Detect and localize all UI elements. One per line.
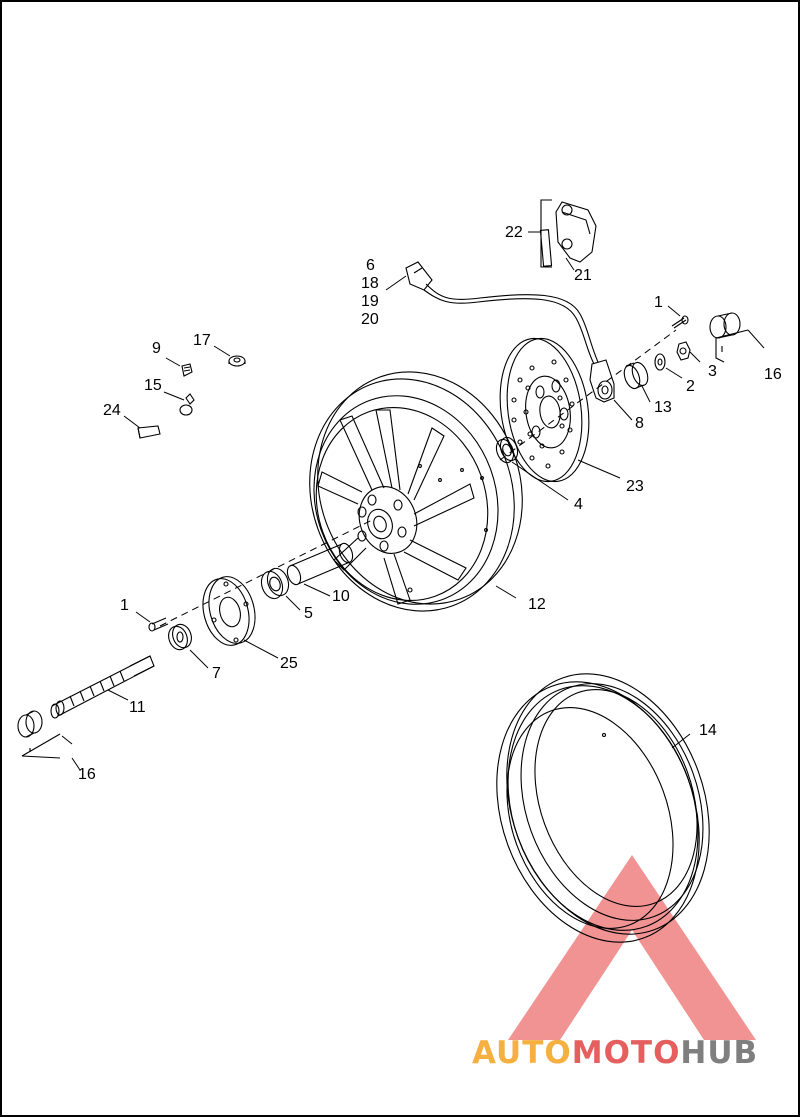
watermark-text: AUTOMOTOHUB — [472, 1035, 758, 1071]
washer-2 — [654, 353, 666, 371]
front-axle — [50, 655, 155, 719]
spacer-13 — [623, 361, 649, 390]
nut-17 — [228, 355, 246, 367]
label-11: 11 — [129, 699, 146, 716]
label-25: 25 — [280, 655, 298, 672]
bearing-4 — [495, 436, 519, 464]
label-8: 8 — [635, 415, 644, 432]
label-22: 22 — [505, 224, 523, 241]
nut-3 — [676, 341, 691, 361]
label-7: 7 — [212, 665, 221, 682]
axle-cap-bottom — [17, 710, 61, 759]
label-20: 20 — [361, 311, 379, 328]
cast-wheel — [309, 371, 523, 612]
leader-lines — [61, 231, 765, 771]
axle-cap-top — [709, 312, 749, 363]
label-16-top: 16 — [764, 366, 782, 383]
label-13: 13 — [654, 399, 672, 416]
label-9: 9 — [152, 340, 161, 357]
label-4: 4 — [574, 496, 583, 513]
label-21: 21 — [574, 267, 592, 284]
assembly-axis — [159, 329, 677, 627]
bolt-1-bottom — [148, 617, 169, 632]
label-6: 6 — [366, 257, 375, 274]
label-10: 10 — [332, 588, 350, 605]
label-17: 17 — [193, 332, 211, 349]
hub-flange-25 — [202, 576, 256, 646]
wheel-speed-sensor — [405, 261, 599, 365]
brake-pads — [539, 199, 597, 268]
nut-9 — [181, 363, 193, 377]
label-15: 15 — [144, 377, 162, 394]
balance-weight-24 — [137, 425, 161, 439]
label-23: 23 — [626, 478, 644, 495]
label-1-top: 1 — [654, 294, 663, 311]
watermark-moto: MOTO — [571, 1035, 681, 1071]
label-19: 19 — [361, 293, 379, 310]
bolt-1-top — [671, 315, 689, 329]
label-1-bottom: 1 — [120, 597, 129, 614]
label-18: 18 — [361, 275, 379, 292]
watermark-logo — [508, 855, 756, 1040]
washer-7 — [168, 623, 192, 651]
valve-stem-15 — [179, 393, 195, 416]
label-2: 2 — [686, 378, 695, 395]
label-16-bottom: 16 — [78, 766, 96, 783]
label-5: 5 — [304, 605, 313, 622]
sensor-bracket — [589, 359, 615, 403]
watermark-hub: HUB — [680, 1035, 759, 1071]
label-3: 3 — [708, 363, 717, 380]
label-14: 14 — [699, 722, 717, 739]
tire — [496, 673, 710, 943]
label-24: 24 — [103, 402, 121, 419]
tube-spacer-10 — [286, 542, 354, 586]
label-12: 12 — [528, 596, 546, 613]
watermark-auto: AUTO — [472, 1035, 572, 1071]
